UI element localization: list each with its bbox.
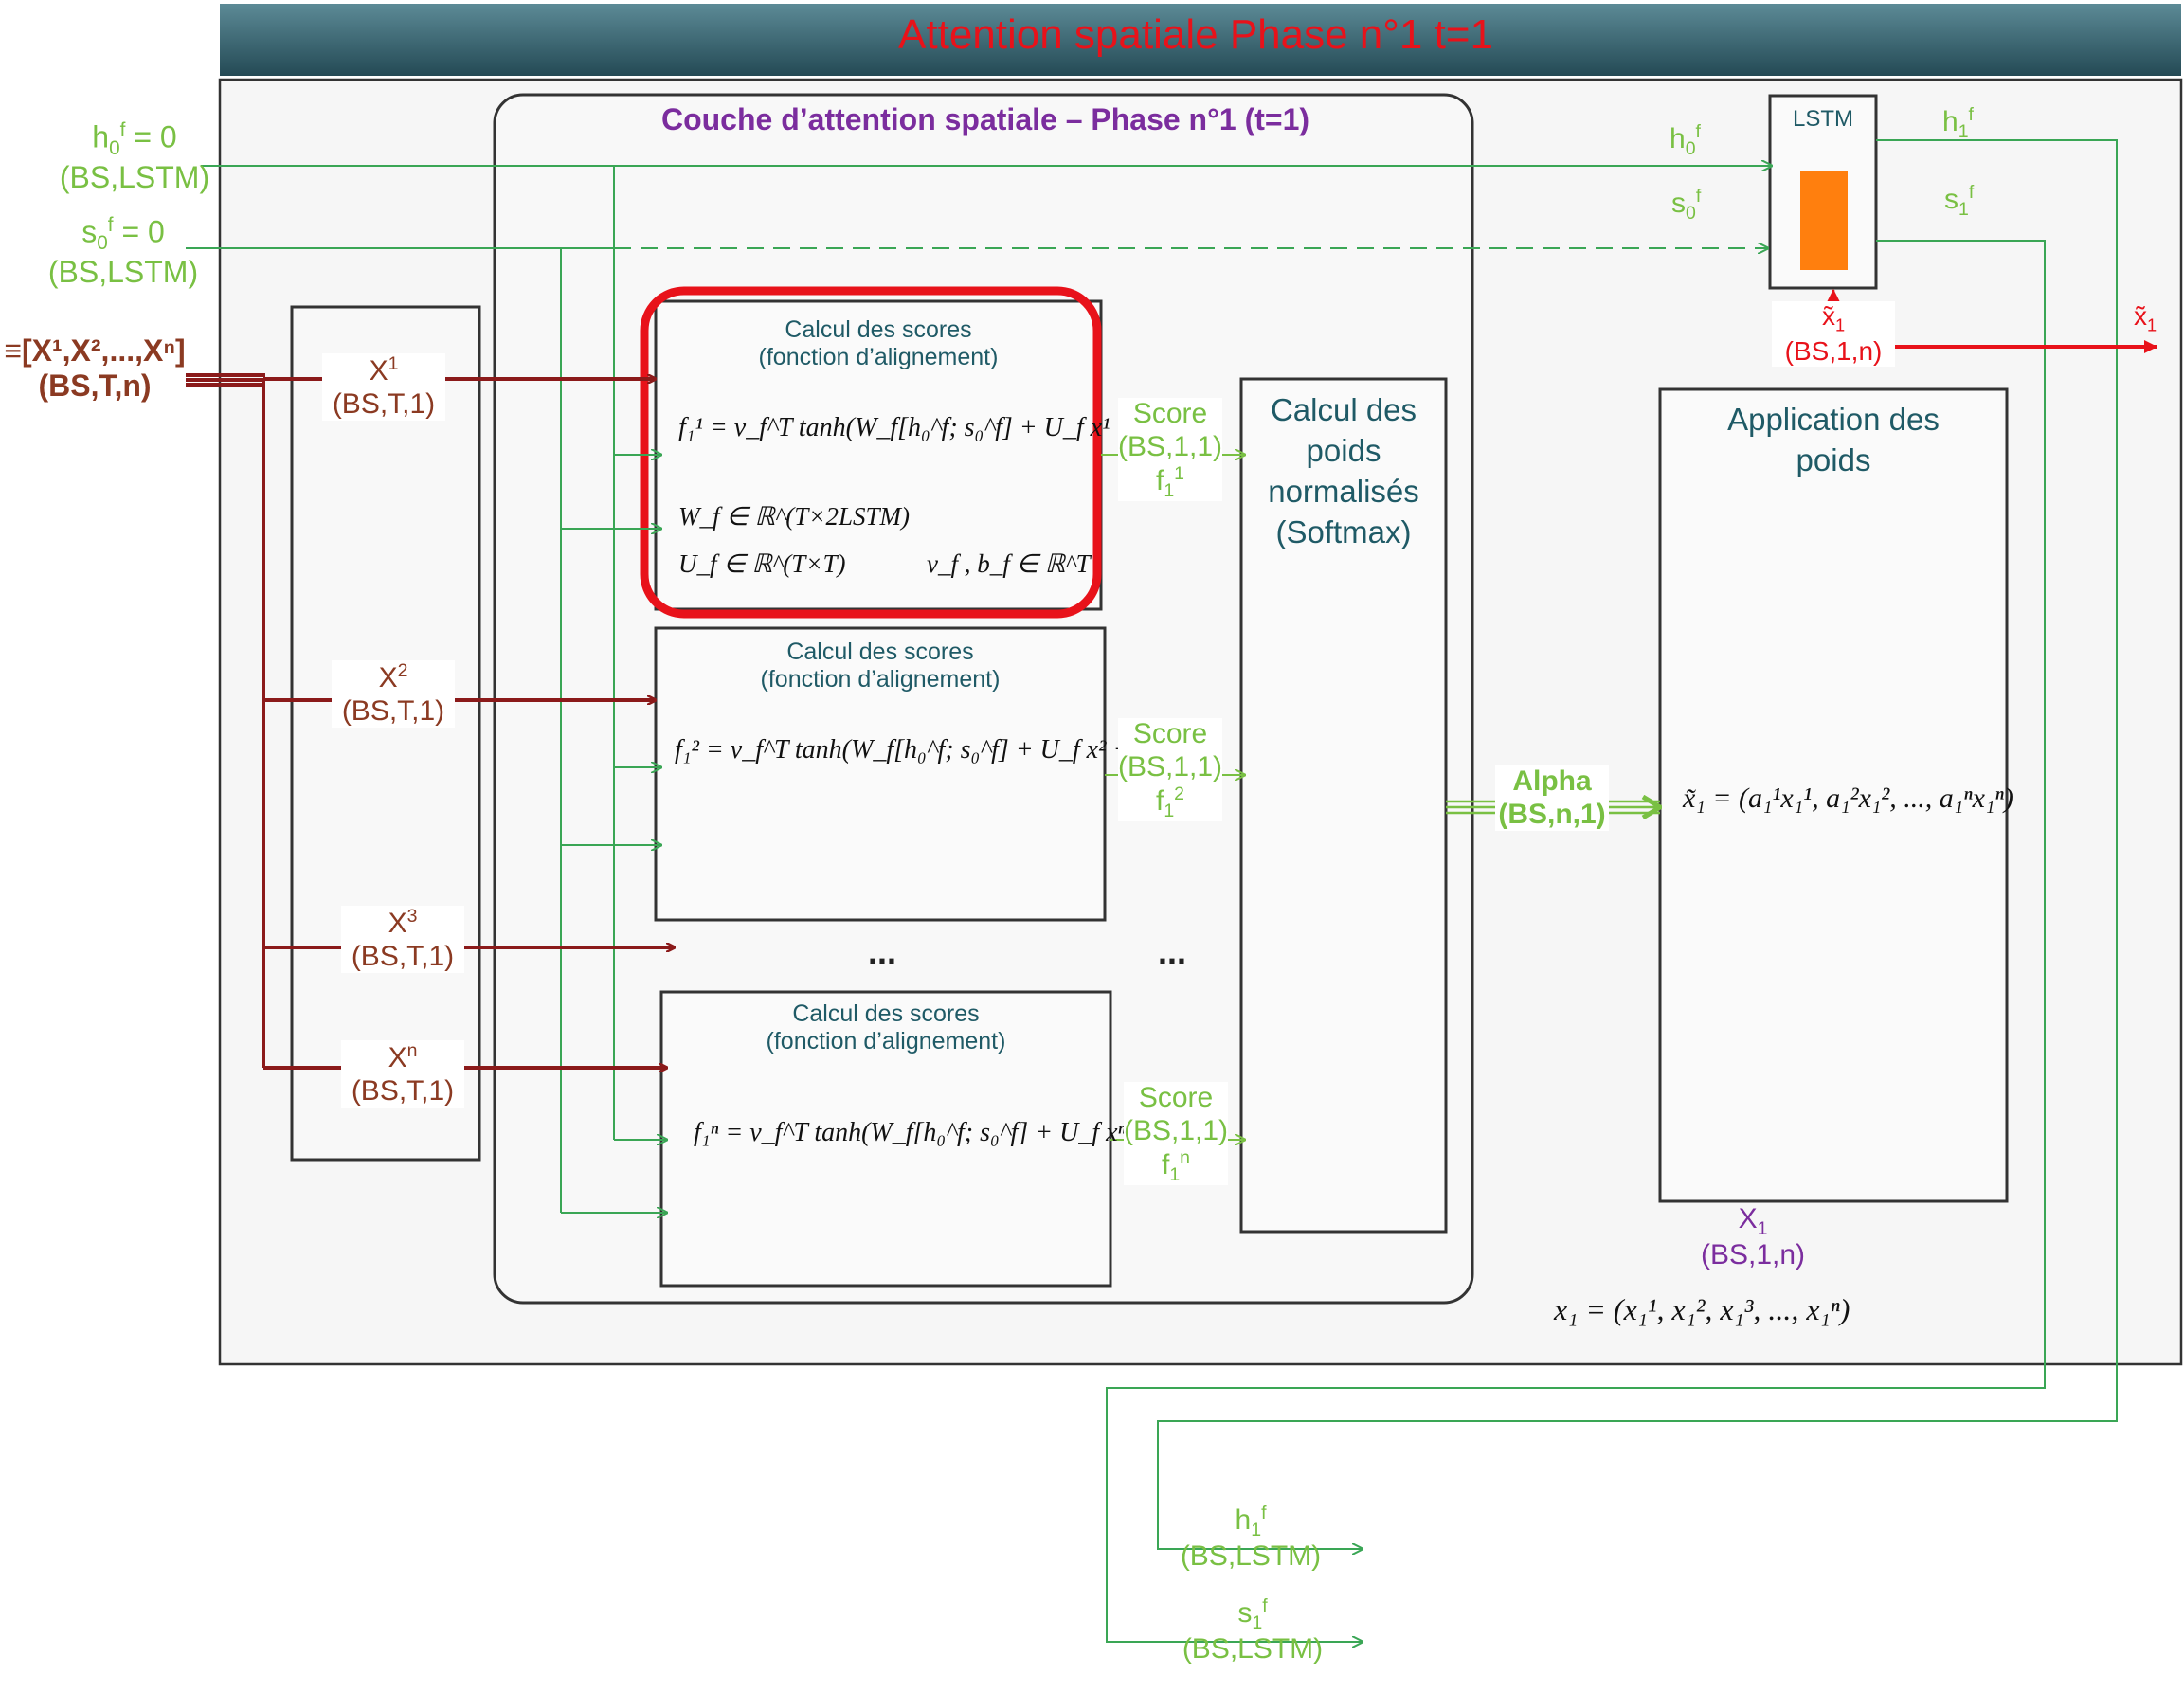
x1-formula: x₁ = (x₁¹, x₁², x₁³, ..., x₁ⁿ) — [1554, 1292, 1850, 1326]
score-box-2-title: Calcul des scores(fonction d’alignement) — [760, 639, 1001, 693]
x-input-lines — [186, 373, 675, 1068]
score-output-n: Score(BS,1,1)f1n — [1124, 1082, 1229, 1186]
lstm-output-lines — [1106, 139, 2118, 1642]
lstm-s1-out: s1f — [1944, 182, 1975, 220]
lstm-s0-in: s0f — [1671, 186, 1702, 224]
xtilde-output: x̃1 — [2134, 301, 2157, 335]
score-formula-2: f₁² = v_f^T tanh(W_f[h₀^f; s₀^f] + U_f x… — [675, 735, 1181, 765]
lstm-h0-in: h0f — [1670, 121, 1701, 159]
x-item-2: X2(BS,T,1) — [332, 660, 455, 728]
x1-label: X1(BS,1,n) — [1700, 1203, 1806, 1271]
h1-output: h1f(BS,LSTM) — [1180, 1503, 1322, 1573]
param-u: U_f ∈ ℝ^(T×T) — [678, 549, 846, 578]
param-v-b: v_f , b_f ∈ ℝ^T — [927, 549, 1091, 578]
lstm-label: LSTM — [1792, 106, 1853, 132]
highlight-frame — [640, 286, 1102, 619]
score-output-1: Score(BS,1,1)f11 — [1118, 398, 1223, 502]
apply-weights-box — [1658, 387, 2009, 1203]
lstm-cell — [1800, 171, 1848, 270]
page-title: Attention spatiale Phase n°1 t=1 — [898, 11, 1493, 58]
apply-formula: x̃₁ = (a₁¹x₁¹, a₁²x₁², ..., a₁ⁿx₁ⁿ) — [1683, 783, 2013, 814]
h0-input-label: h0f = 0 (BS,LSTM) — [59, 119, 210, 194]
x-input-label: ≡[X¹,X²,...,Xⁿ](BS,T,n) — [4, 333, 186, 403]
title-bar — [220, 4, 2181, 76]
lstm-h1-out: h1f — [1942, 104, 1974, 142]
xtilde-label: x̃1(BS,1,n) — [1772, 301, 1895, 367]
score-box-n — [659, 990, 1112, 1288]
s0-input-label: s0f = 0 (BS,LSTM) — [47, 214, 199, 289]
alpha-label: Alpha(BS,n,1) — [1495, 765, 1609, 831]
s1-output: s1f(BS,LSTM) — [1182, 1595, 1324, 1666]
ellipsis-scores: ... — [1158, 932, 1187, 971]
score-formula-1: f₁¹ = v_f^T tanh(W_f[h₀^f; s₀^f] + U_f x… — [678, 413, 1184, 442]
layer-title: Couche d’attention spatiale – Phase n°1 … — [660, 102, 1310, 136]
x-column-box — [290, 305, 481, 1162]
score-box-n-title: Calcul des scores(fonction d’alignement) — [766, 1000, 1006, 1054]
ellipsis-boxes: ... — [868, 932, 897, 971]
param-w: W_f ∈ ℝ^(T×2LSTM) — [678, 502, 911, 531]
score-box-2 — [654, 626, 1107, 922]
x-item-n: Xn(BS,T,1) — [341, 1040, 464, 1108]
score-output-2: Score(BS,1,1)f12 — [1118, 718, 1223, 822]
softmax-box — [1239, 377, 1448, 1234]
score-formula-n: f₁ⁿ = v_f^T tanh(W_f[h₀^f; s₀^f] + U_f x… — [694, 1118, 1187, 1147]
x-item-1: X1(BS,T,1) — [322, 353, 445, 421]
s0-lines — [186, 248, 1768, 1213]
score-box-1-title: Calcul des scores(fonction d’alignement) — [758, 316, 999, 370]
h0-lines — [201, 166, 1772, 1140]
x-item-3: X3(BS,T,1) — [341, 906, 464, 973]
